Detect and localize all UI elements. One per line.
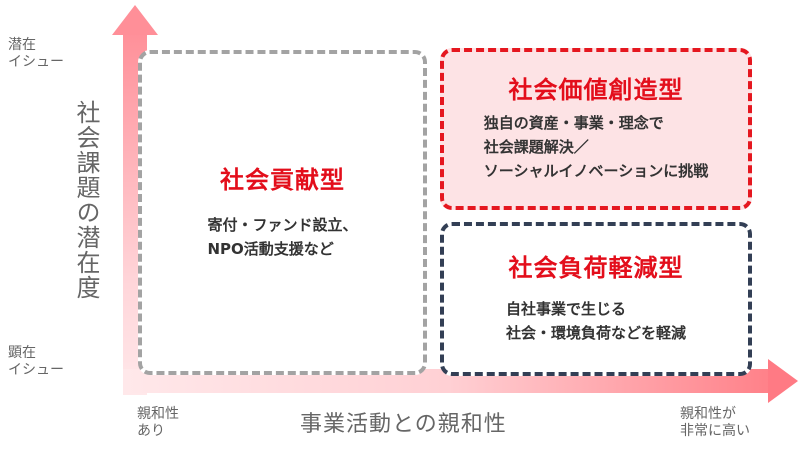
quadrant-title: 社会負荷軽減型	[508, 254, 684, 282]
quadrant-description: 寄付・ファンド設立、 NPO活動支援など	[207, 213, 357, 261]
y-axis-bottom-label: 顕在 イシュー	[8, 345, 64, 379]
x-axis-arrow-head-icon	[768, 359, 798, 403]
y-axis-arrow-head-icon	[112, 5, 158, 35]
x-axis-left-label: 親和性 あり	[137, 406, 179, 440]
description-line: 寄付・ファンド設立、	[207, 215, 358, 234]
description-line: 社会課題解決／	[483, 138, 589, 156]
description-line: ソーシャルイノベーションに挑戦	[483, 162, 709, 180]
description-line: 独自の資産・事業・理念で	[483, 114, 664, 132]
y-axis-top-label-line2: イシュー	[8, 54, 64, 70]
description-line: 社会・環境負荷などを軽減	[505, 324, 686, 342]
quadrant-description: 独自の資産・事業・理念で 社会課題解決／ ソーシャルイノベーションに挑戦	[484, 111, 708, 183]
x-axis-right-label: 親和性が 非常に高い	[680, 406, 750, 440]
y-axis-bottom-label-line1: 顕在	[8, 345, 36, 361]
quadrant-title: 社会価値創造型	[508, 76, 684, 104]
x-axis-title: 事業活動との親和性	[300, 412, 507, 437]
y-axis-title: 社会課題の潜在度	[72, 100, 100, 300]
y-axis-top-label-line1: 潜在	[8, 37, 36, 53]
x-axis-left-label-line2: あり	[137, 423, 165, 439]
y-axis-top-label: 潜在 イシュー	[8, 37, 64, 71]
quadrant-social-contribution: 社会貢献型 寄付・ファンド設立、 NPO活動支援など	[138, 50, 427, 375]
x-axis-right-label-line2: 非常に高い	[680, 423, 750, 439]
y-axis-bottom-label-line2: イシュー	[8, 362, 64, 378]
quadrant-social-burden-reduction: 社会負荷軽減型 自社事業で生じる 社会・環境負荷などを軽減	[440, 222, 752, 376]
x-axis-right-label-line1: 親和性が	[680, 406, 736, 422]
quadrant-description: 自社事業で生じる 社会・環境負荷などを軽減	[506, 297, 686, 345]
quadrant-title: 社会貢献型	[220, 165, 345, 194]
x-axis-left-label-line1: 親和性	[137, 406, 179, 422]
description-line: NPO活動支援など	[207, 239, 334, 258]
quadrant-social-value-creation: 社会価値創造型 独自の資産・事業・理念で 社会課題解決／ ソーシャルイノベーショ…	[440, 48, 752, 210]
description-line: 自社事業で生じる	[505, 300, 626, 318]
